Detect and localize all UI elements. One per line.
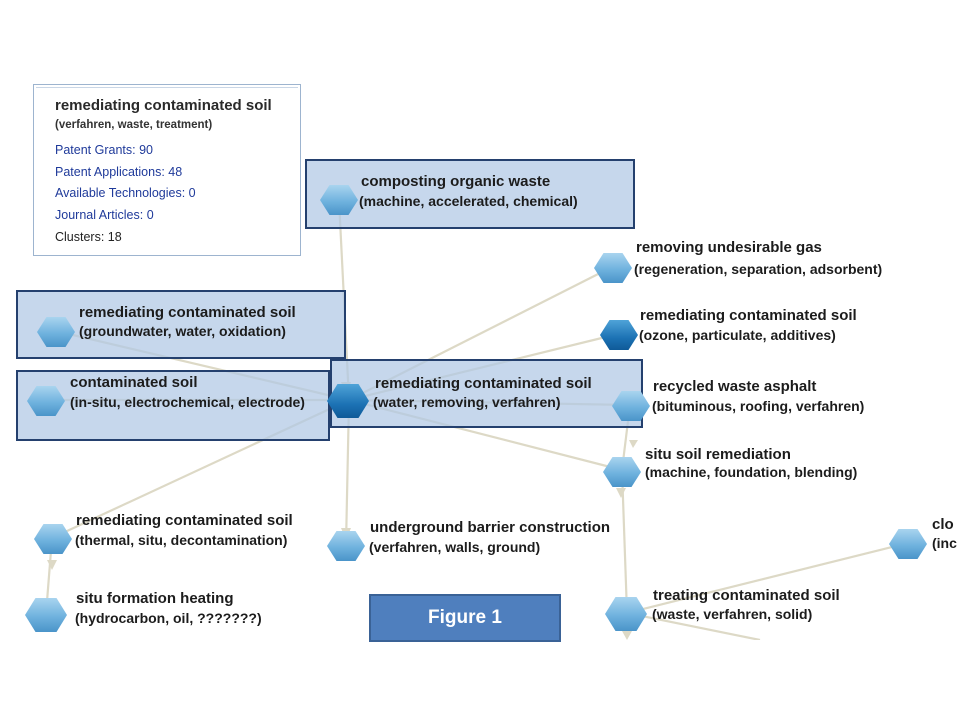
clusters-count: Clusters: 18 <box>55 230 122 244</box>
node-title: remediating contaminated soil <box>79 304 296 321</box>
node-keywords: (ozone, particulate, additives) <box>639 327 836 343</box>
available-technologies-link[interactable]: Available Technologies: 0 <box>55 186 196 200</box>
node-title: remediating contaminated soil <box>375 375 592 392</box>
node-title: situ formation heating <box>76 590 234 607</box>
node-title: composting organic waste <box>361 173 550 190</box>
node-keywords: (thermal, situ, decontamination) <box>75 532 287 548</box>
node-keywords: (machine, foundation, blending) <box>645 464 857 480</box>
patent-grants-link[interactable]: Patent Grants: 90 <box>55 143 153 157</box>
node-keywords: (machine, accelerated, chemical) <box>359 193 578 209</box>
node-title: remediating contaminated soil <box>640 307 857 324</box>
info-subtitle: (verfahren, waste, treatment) <box>55 119 212 131</box>
node-title: remediating contaminated soil <box>76 512 293 529</box>
node-keywords: (water, removing, verfahren) <box>373 394 561 410</box>
node-keywords: (groundwater, water, oxidation) <box>79 323 286 339</box>
patent-applications-link[interactable]: Patent Applications: 48 <box>55 165 182 179</box>
node-keywords: (verfahren, walls, ground) <box>369 539 540 555</box>
node-keywords: (hydrocarbon, oil, ???????) <box>75 610 262 626</box>
node-title: situ soil remediation <box>645 446 791 463</box>
node-title: contaminated soil <box>70 374 198 391</box>
info-title: remediating contaminated soil <box>55 97 272 114</box>
edge-arrow <box>622 631 632 640</box>
node-keywords: (regeneration, separation, adsorbent) <box>634 261 882 277</box>
node-keywords: (bituminous, roofing, verfahren) <box>652 398 864 414</box>
node-keywords: (inc <box>932 535 957 551</box>
figure-label: Figure 1 <box>369 594 561 642</box>
node-title: removing undesirable gas <box>636 239 822 256</box>
cluster-info-box: remediating contaminated soil (verfahren… <box>33 84 301 256</box>
node-keywords: (waste, verfahren, solid) <box>652 606 812 622</box>
node-title: recycled waste asphalt <box>653 378 816 395</box>
cluster-graph: remediating contaminated soil (verfahren… <box>0 0 960 640</box>
node-title: clo <box>932 516 954 533</box>
edge-arrow <box>629 440 638 448</box>
node-keywords: (in-situ, electrochemical, electrode) <box>70 394 305 410</box>
journal-articles-link[interactable]: Journal Articles: 0 <box>55 208 154 222</box>
node-title: underground barrier construction <box>370 519 610 536</box>
edge-arrow <box>616 488 626 498</box>
node-title: treating contaminated soil <box>653 587 840 604</box>
